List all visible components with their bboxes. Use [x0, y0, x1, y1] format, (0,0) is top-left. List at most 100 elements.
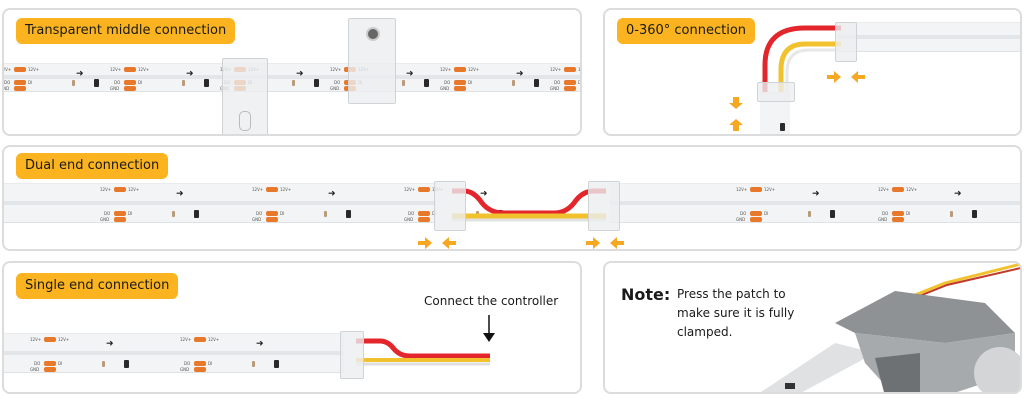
ic-chip [274, 360, 279, 368]
ic-chip [534, 79, 539, 87]
transparent-connector-bottom [222, 58, 268, 134]
strip-label-vout: 12V+ [138, 67, 150, 72]
down-arrow-icon [483, 315, 495, 342]
strip-label-do: DO [114, 80, 121, 85]
strip-label-vout: 12V+ [764, 187, 776, 192]
panel-note: Note: Press the patch to make sure it is… [603, 261, 1022, 394]
callout-label: Connect the controller [424, 294, 559, 308]
solder-pad [266, 211, 278, 216]
strip-chip [780, 123, 785, 131]
strip-label-gnd: GND [736, 217, 746, 222]
strip-label-vout: 12V+ [280, 187, 292, 192]
solder-pad [114, 211, 126, 216]
solder-pad [124, 67, 136, 72]
strip-label-gnd: GND [404, 217, 414, 222]
connector [340, 331, 364, 379]
strip-label-do: DO [554, 80, 561, 85]
direction-arrow-icon: ➜ [954, 188, 962, 198]
strip-label-di: DI [468, 80, 473, 85]
solder-pad [892, 211, 904, 216]
solder-pad [418, 217, 430, 222]
ic-chip [94, 79, 99, 87]
resistor [252, 361, 255, 367]
strip-label-vin: 12V+ [100, 187, 112, 192]
strip-label-di: DI [280, 211, 285, 216]
strip-label-gnd: GND [440, 86, 450, 91]
angle-wires [762, 25, 841, 92]
solder-pad [266, 187, 278, 192]
solder-pad [750, 211, 762, 216]
strip-label-vin: 12V+ [2, 67, 12, 72]
note-label: Note: [621, 285, 671, 304]
panel-transparent-middle: Transparent middle connection 12V+ 12V+ DO… [2, 8, 582, 136]
push-arrow-icon [827, 70, 841, 83]
solder-pad [194, 361, 206, 366]
ic-chip [204, 79, 209, 87]
push-arrow-icon [418, 236, 432, 249]
direction-arrow-icon: ➜ [256, 338, 264, 348]
resistor [402, 80, 405, 86]
resistor [950, 211, 953, 217]
strip-label-vin: 12V+ [110, 67, 122, 72]
solder-pad [14, 67, 26, 72]
direction-arrow-icon: ➜ [186, 68, 194, 78]
ic-chip [314, 79, 319, 87]
strip-label-do: DO [408, 211, 415, 216]
transparent-connector-top [348, 18, 396, 104]
strip-label-do: DO [4, 80, 11, 85]
strip-label-di: DI [764, 211, 769, 216]
strip-label-gnd: GND [180, 367, 190, 372]
strip-label-di: DI [58, 361, 63, 366]
solder-pad [124, 86, 136, 91]
solder-pad [194, 367, 206, 372]
strip-label-vin: 12V+ [330, 67, 342, 72]
solder-pad [564, 80, 576, 85]
note-line-1: Press the patch to [677, 287, 786, 301]
strip-label-do: DO [334, 80, 341, 85]
connector-horizontal [835, 22, 857, 62]
solder-pad [266, 217, 278, 222]
solder-pad [194, 337, 206, 342]
resistor [512, 80, 515, 86]
strip-label-gnd: GND [252, 217, 262, 222]
direction-arrow-icon: ➜ [516, 68, 524, 78]
panel-title: Transparent middle connection [16, 18, 236, 44]
solder-pad [564, 86, 576, 91]
note-line-2: make sure it is fully [677, 306, 795, 320]
solder-pad [750, 217, 762, 222]
solder-pad [114, 217, 126, 222]
strip-label-do: DO [184, 361, 191, 366]
strip-label-vout: 12V+ [208, 337, 220, 342]
push-arrow-icon [729, 96, 743, 109]
direction-arrow-icon: ➜ [812, 188, 820, 198]
strip-label-gnd: GND [110, 86, 120, 91]
direction-arrow-icon: ➜ [106, 338, 114, 348]
resistor [324, 211, 327, 217]
solder-pad [418, 187, 430, 192]
controller-wires [356, 338, 490, 366]
resistor [72, 80, 75, 86]
solder-pad [418, 211, 430, 216]
resistor [102, 361, 105, 367]
strip-segments: 12V+12V+DODIGND➜12V+12V+DODIGND➜12V+12V+… [4, 63, 580, 92]
ic-chip [124, 360, 129, 368]
ic-chip [346, 210, 351, 218]
solder-pad [44, 337, 56, 342]
resistor [172, 211, 175, 217]
strip-label-do: DO [444, 80, 451, 85]
strip-label-do: DO [740, 211, 747, 216]
strip-label-do: DO [104, 211, 111, 216]
led-strip [4, 63, 580, 92]
solder-pad [14, 86, 26, 91]
strip-label-vin: 12V+ [878, 187, 890, 192]
panel-title: 0-360° connection [617, 18, 756, 44]
direction-arrow-icon: ➜ [76, 68, 84, 78]
direction-arrow-icon: ➜ [296, 68, 304, 78]
strip-label-do: DO [882, 211, 889, 216]
panel-angle-connection: 0-360° connection [603, 8, 1022, 136]
strip-label-vin: 12V+ [180, 337, 192, 342]
strip-label-vout: 12V+ [28, 67, 40, 72]
